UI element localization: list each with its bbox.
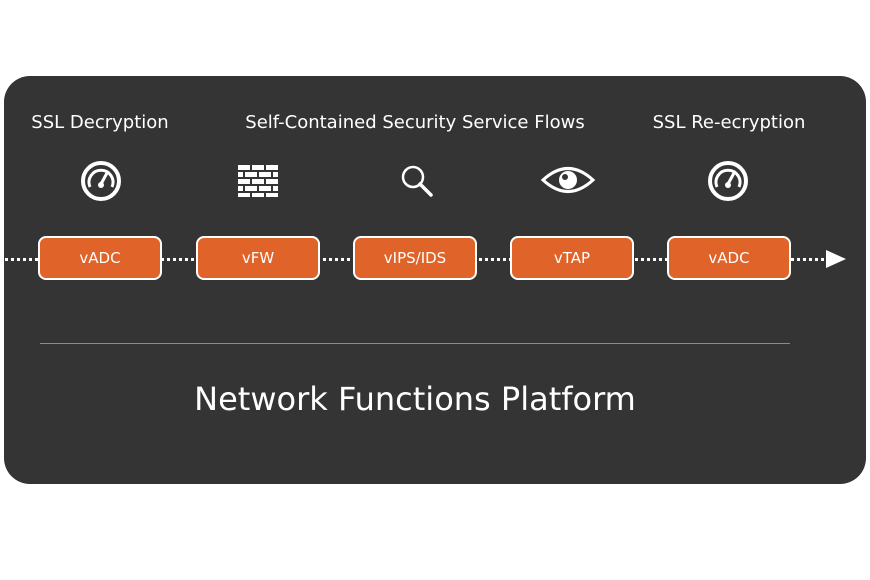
- eye-icon: [541, 167, 595, 193]
- box-vadc-reencrypt: vADC: [667, 236, 791, 280]
- flow-arrowhead: [826, 250, 846, 268]
- label-security-service-flows: Self-Contained Security Service Flows: [245, 112, 585, 133]
- label-ssl-decryption: SSL Decryption: [31, 112, 169, 133]
- label-ssl-re-encryption: SSL Re-ecryption: [652, 112, 806, 133]
- divider-line: [40, 343, 790, 344]
- magnifier-icon: [401, 165, 433, 197]
- box-vfw: vFW: [196, 236, 320, 280]
- box-vtap: vTAP: [510, 236, 634, 280]
- gauge-icon: [708, 161, 748, 201]
- gauge-icon: [81, 161, 121, 201]
- platform-title: Network Functions Platform: [194, 380, 636, 418]
- box-vadc-decrypt: vADC: [38, 236, 162, 280]
- diagram-panel: [4, 76, 866, 484]
- box-vips-ids: vIPS/IDS: [353, 236, 477, 280]
- firewall-brick-icon: [238, 165, 278, 197]
